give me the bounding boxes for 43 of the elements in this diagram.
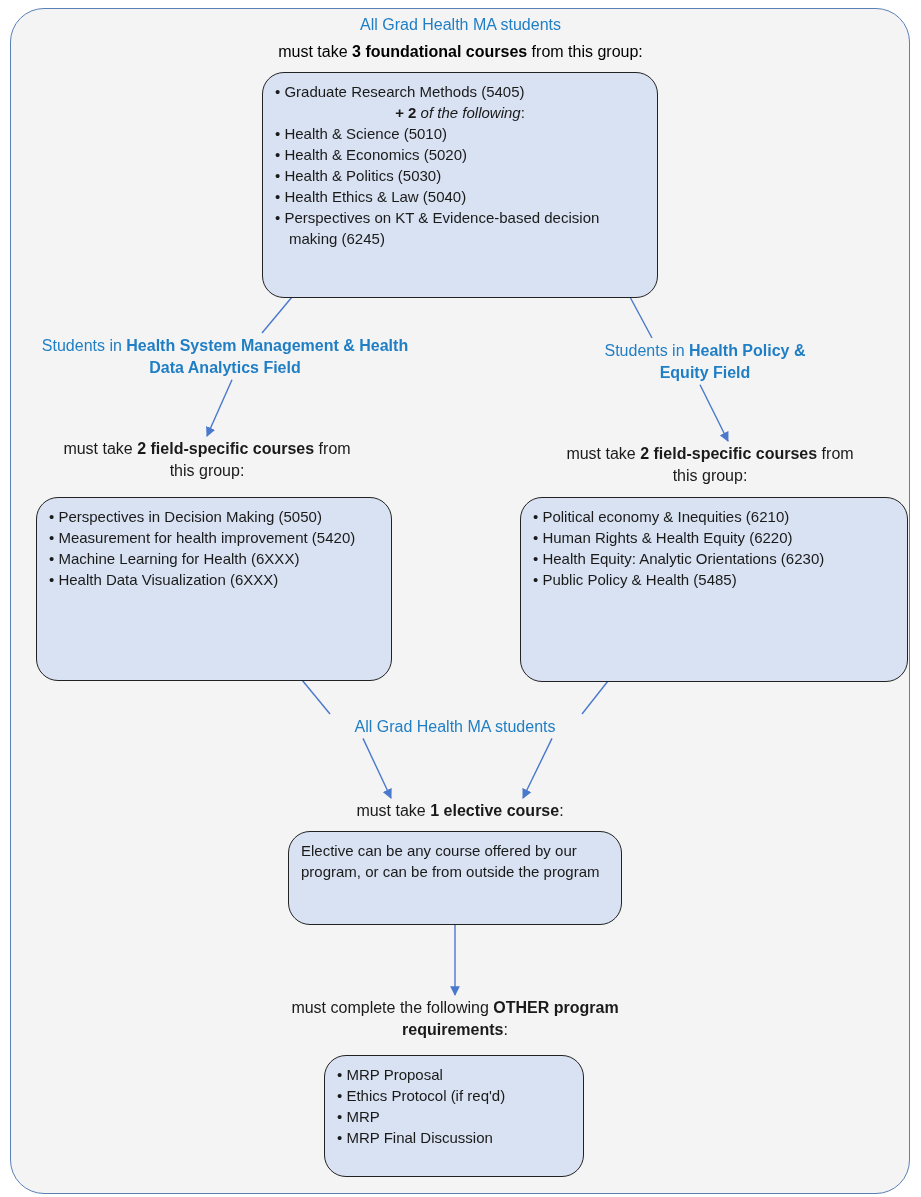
list-item: • Health Data Visualization (6XXX) xyxy=(49,570,280,590)
list-item: • Public Policy & Health (5485) xyxy=(533,570,738,590)
arrow xyxy=(522,737,553,799)
connector-line xyxy=(581,680,609,715)
arrow xyxy=(699,384,729,442)
list-item: • MRP Final Discussion xyxy=(337,1128,494,1148)
list-item: • Human Rights & Health Equity (6220) xyxy=(533,528,794,548)
list-item: • Graduate Research Methods (5405) xyxy=(275,82,526,102)
field-heading: Students in Health System Management & Health Data Analytics Field xyxy=(40,335,410,380)
connector-line xyxy=(301,679,331,715)
instruction-text: must take 1 elective course: xyxy=(270,800,650,823)
elective-box xyxy=(288,831,622,925)
course-list-box xyxy=(262,72,658,298)
requirements-box xyxy=(324,1055,584,1177)
instruction-text: must take 3 foundational courses from this group: xyxy=(277,43,644,61)
list-item: • Ethics Protocol (if req'd) xyxy=(337,1086,507,1106)
list-item: • Machine Learning for Health (6XXX) xyxy=(49,549,301,569)
instruction-text: must take 2 field-specific courses from this group: xyxy=(57,438,357,483)
list-item: • Perspectives in Decision Making (5050) xyxy=(49,507,323,527)
list-item: • Health & Economics (5020) xyxy=(275,145,468,165)
list-item: • Health & Politics (5030) xyxy=(275,166,443,186)
list-item: • Political economy & Inequities (6210) xyxy=(533,507,791,527)
elective-text: Elective can be any course offered by our program, or can be from outside the program xyxy=(301,841,601,882)
arrow xyxy=(206,379,233,437)
instruction-text: must complete the following OTHER program requirements: xyxy=(290,997,620,1042)
list-item: • Measurement for health improvement (5420) xyxy=(49,528,357,548)
list-item: • MRP xyxy=(337,1107,381,1127)
list-item: • Health Ethics & Law (5040) xyxy=(275,187,468,207)
field-heading: Students in Health Policy & Equity Field xyxy=(580,340,830,385)
list-item: • Health Equity: Analytic Orientations (6230) xyxy=(533,549,826,569)
course-list-box xyxy=(36,497,392,681)
list-item: + 2 of the following: xyxy=(394,103,526,123)
instruction-text: must take 2 field-specific courses from this group: xyxy=(560,443,860,488)
list-item: • Health & Science (5010) xyxy=(275,124,448,144)
list-item: • MRP Proposal xyxy=(337,1065,444,1085)
group-heading: All Grad Health MA students xyxy=(330,716,580,739)
arrow xyxy=(450,923,460,996)
course-list-box xyxy=(520,497,908,682)
connector-line xyxy=(629,296,653,339)
arrow xyxy=(362,737,392,799)
list-item: • Perspectives on KT & Evidence-based decision making (6245) xyxy=(275,208,601,249)
connector-line xyxy=(261,296,293,334)
group-heading: All Grad Health MA students xyxy=(359,16,562,34)
